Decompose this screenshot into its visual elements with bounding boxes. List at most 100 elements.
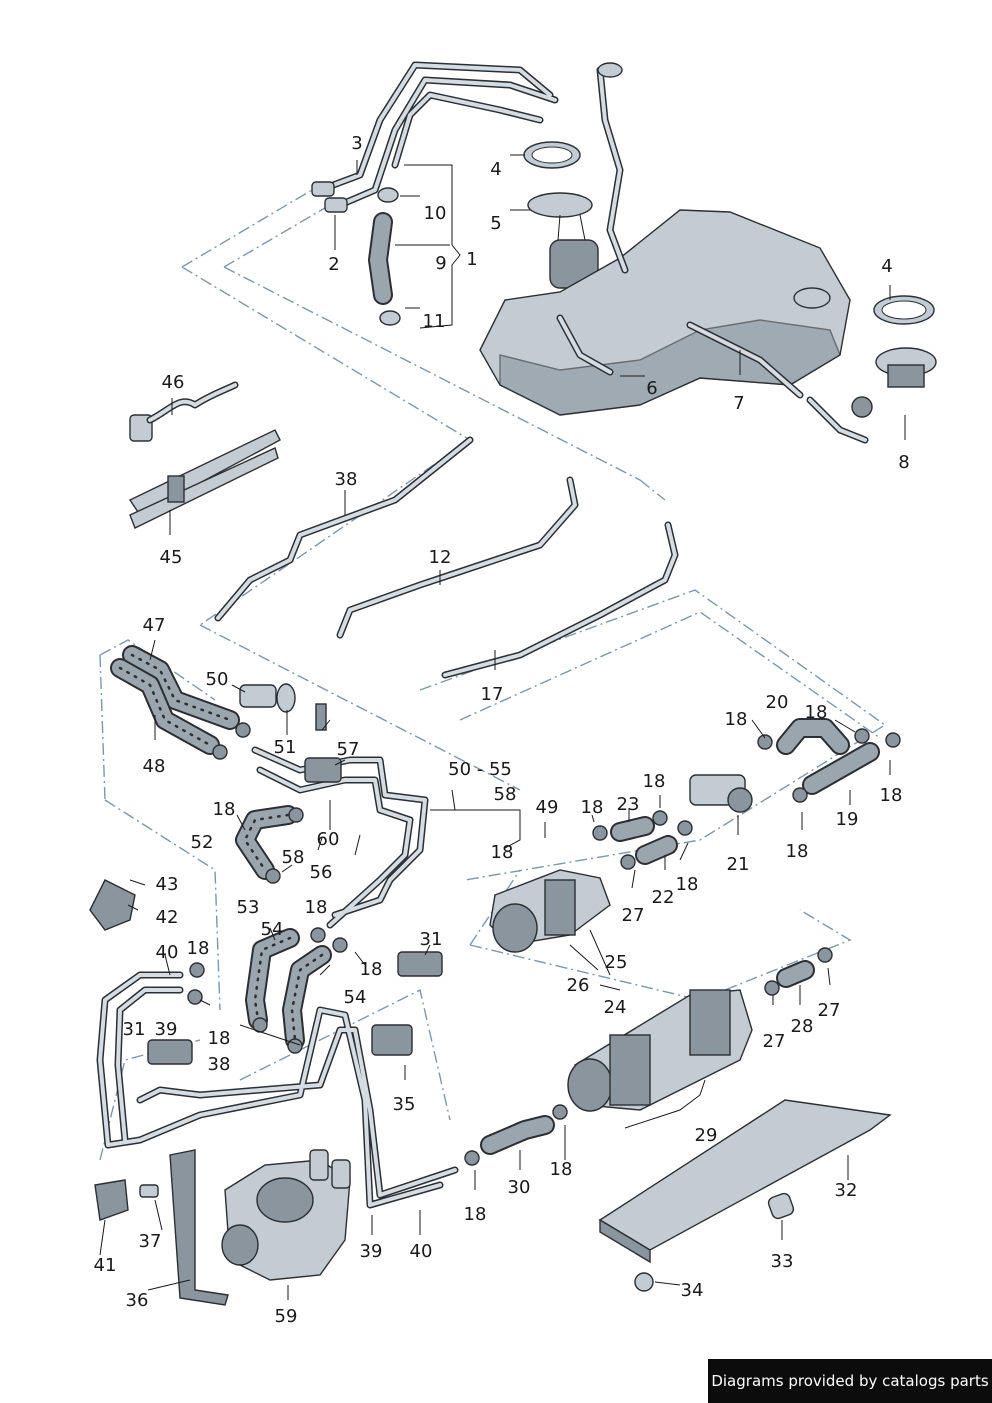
callout-label: 20: [765, 692, 789, 713]
callout-label: 26: [566, 975, 590, 996]
filter-50: [239, 683, 327, 731]
callout-label: 18: [580, 797, 604, 818]
callout-label: 23: [616, 794, 640, 815]
callout-label: 56: [309, 862, 333, 883]
callout-label: 57: [336, 739, 360, 760]
callout-label: 47: [142, 615, 166, 636]
line-17: [441, 521, 679, 679]
callout-label: 18: [359, 959, 383, 980]
callout-label: 18: [549, 1159, 573, 1180]
callout-label: 46: [161, 372, 185, 393]
bracket-32: [598, 1099, 892, 1264]
callout-label: 49: [535, 797, 559, 818]
hose-9: [368, 187, 401, 326]
callout-label: 6: [646, 378, 658, 399]
callout-label: 41: [93, 1255, 117, 1276]
callout-label: 54: [260, 919, 284, 940]
callout-label: 7: [733, 393, 745, 414]
hose-47-48: [110, 645, 240, 755]
hose-22-23: [610, 816, 678, 865]
callout-label: 34: [680, 1280, 704, 1301]
callout-label: 40: [409, 1241, 433, 1262]
callout-label: 18: [675, 874, 699, 895]
line-6: [556, 314, 614, 376]
bracket-36: [169, 1149, 229, 1306]
callout-label: 5: [490, 213, 502, 234]
nut-34: [634, 1272, 654, 1292]
line-38: [214, 436, 474, 622]
callout-label: 18: [304, 897, 328, 918]
callout-label: 35: [392, 1094, 416, 1115]
callout-label: 18: [804, 702, 828, 723]
callout-label: 60: [316, 829, 340, 850]
callout-label: 18: [879, 785, 903, 806]
callout-label: 27: [817, 1000, 841, 1021]
callout-label: 31: [419, 929, 443, 950]
callout-label: 18: [207, 1028, 231, 1049]
valve-21: [689, 774, 753, 813]
callout-label: 19: [835, 809, 859, 830]
callout-label: 18: [642, 771, 666, 792]
callout-label: 50: [205, 669, 229, 690]
line-12: [336, 476, 579, 639]
callout-label: 52: [190, 832, 214, 853]
clip-45: [128, 429, 281, 529]
hoses-53-54: [245, 928, 332, 1050]
callout-label: 38: [334, 469, 358, 490]
clip-46: [129, 381, 239, 442]
callout-label: 27: [762, 1031, 786, 1052]
callout-label: 2: [328, 254, 340, 275]
callout-label: 36: [125, 1290, 149, 1311]
callout-label: 8: [898, 452, 910, 473]
filter-24: [489, 869, 611, 953]
callout-label: 45: [159, 547, 183, 568]
callout-label: 28: [790, 1016, 814, 1037]
callout-label: 33: [770, 1251, 794, 1272]
hose-28: [776, 960, 815, 988]
callout-label: 18: [785, 841, 809, 862]
callout-label: 32: [834, 1180, 858, 1201]
leader-lines: [99, 154, 906, 1300]
callout-label: 11: [422, 311, 446, 332]
callout-label: 58: [493, 784, 517, 805]
callout-label: 54: [343, 987, 367, 1008]
callout-label: 58: [281, 847, 305, 868]
part-41: [94, 1179, 129, 1221]
callout-label: 1: [466, 249, 478, 270]
lines-38-39-40: [96, 971, 459, 1209]
callout-label: 37: [138, 1231, 162, 1252]
hose-52: [235, 805, 298, 880]
callout-label: 18: [212, 799, 236, 820]
hose-clamps-18: [187, 722, 901, 1166]
callout-label: 22: [651, 887, 675, 908]
callout-label: 30: [507, 1177, 531, 1198]
high-pressure-pump-59: [221, 1149, 351, 1281]
callout-label: 21: [726, 854, 750, 875]
callout-label: 43: [155, 874, 179, 895]
callout-label: 53: [236, 897, 260, 918]
callout-label: 38: [207, 1054, 231, 1075]
callout-label: 12: [428, 547, 452, 568]
callout-label: 25: [604, 952, 628, 973]
seal-33: [767, 1192, 795, 1220]
bolt-37: [139, 1184, 159, 1198]
callout-label: 4: [881, 256, 893, 277]
callout-label: 40: [155, 942, 179, 963]
callout-label: 10: [423, 203, 447, 224]
callout-label: 59: [274, 1306, 298, 1327]
callout-label: 9: [435, 253, 447, 274]
callout-label: 17: [480, 684, 504, 705]
line-7: [686, 321, 804, 399]
callout-label: 51: [273, 737, 297, 758]
pipe-57-58: [251, 746, 429, 929]
sender-unit-8: [806, 295, 937, 444]
callout-label: 27: [621, 905, 645, 926]
callout-label: 24: [603, 997, 627, 1018]
callout-label: 31: [122, 1019, 146, 1040]
callout-label: 29: [694, 1125, 718, 1146]
callout-label: 18: [463, 1204, 487, 1225]
callout-label: 18: [490, 842, 514, 863]
holders-31-35: [147, 951, 443, 1065]
filter-29: [567, 989, 753, 1112]
